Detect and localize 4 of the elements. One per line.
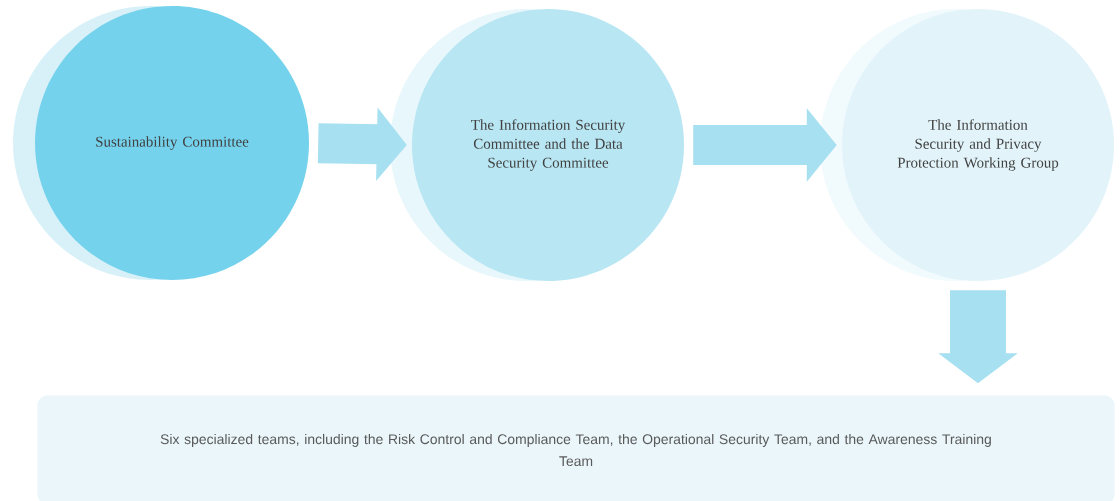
text-box: Six specialized teams, including the Risk Control and Compliance Team, the Operational Security Team, and the Awareness Training Team — [37, 395, 1115, 501]
circle-node: The Information Security Committee and the Data Security Committee — [390, 9, 684, 281]
circle-node: Sustainability Committee — [13, 6, 309, 280]
circle-node: The Information Security and Privacy Protection Working Group — [820, 9, 1114, 281]
